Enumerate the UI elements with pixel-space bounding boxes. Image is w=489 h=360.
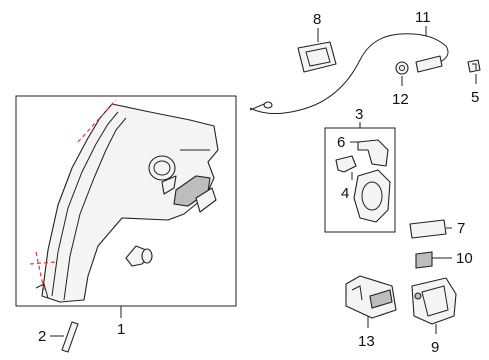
- fuel-door-lid[interactable]: [411, 277, 457, 325]
- cut-line-upper: [77, 99, 117, 143]
- fuel-housing[interactable]: [353, 169, 391, 223]
- quarter-panel[interactable]: [35, 103, 219, 303]
- quarter-panel-frame: [15, 95, 237, 307]
- clip-part-4[interactable]: [335, 155, 357, 173]
- callout-12: 12: [392, 91, 409, 108]
- cable-clip-part-12[interactable]: [395, 61, 409, 75]
- callout-2: 2: [38, 328, 46, 345]
- clip-part-5[interactable]: [467, 59, 481, 73]
- cover-part-8[interactable]: [297, 41, 337, 73]
- callout-11: 11: [415, 9, 431, 26]
- block-part-10[interactable]: [415, 251, 433, 269]
- callout-9: 9: [431, 339, 439, 356]
- release-cable[interactable]: [249, 33, 449, 114]
- callout-10: 10: [456, 250, 473, 267]
- callout-3: 3: [355, 106, 363, 123]
- callout-4: 4: [341, 185, 349, 202]
- hinge-bracket-part-13[interactable]: [345, 275, 397, 319]
- callout-1: 1: [117, 321, 125, 338]
- fuel-door-opening: [148, 155, 176, 181]
- cut-line-lower: [29, 261, 57, 265]
- molding-strip[interactable]: [61, 321, 79, 353]
- callout-8: 8: [313, 11, 321, 28]
- bracket-part-6[interactable]: [357, 139, 389, 167]
- callout-7: 7: [457, 220, 465, 237]
- pad-part-7[interactable]: [409, 219, 447, 239]
- callout-6: 6: [337, 134, 345, 151]
- callout-5: 5: [471, 89, 479, 106]
- callout-13: 13: [358, 333, 375, 350]
